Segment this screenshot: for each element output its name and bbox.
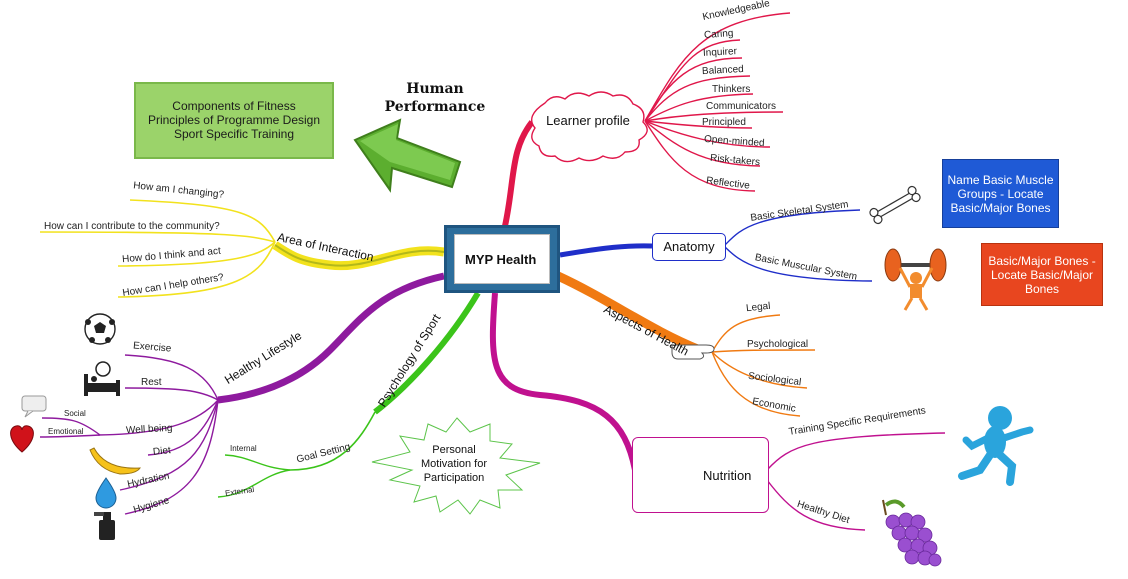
- headline-line-1: Human: [406, 81, 464, 97]
- bones-note[interactable]: Basic/Major Bones - Locate Basic/Major B…: [981, 243, 1103, 306]
- learner-item[interactable]: Principled: [702, 117, 746, 128]
- muscle-bones-note[interactable]: Name Basic Muscle Groups - Locate Basic/…: [942, 159, 1059, 228]
- nutrition-label: Nutrition: [703, 468, 752, 483]
- branch-aspects: [556, 271, 702, 355]
- note-line: Locate Basic/Major: [990, 268, 1094, 282]
- pointing-hand-icon: [671, 344, 715, 360]
- branch-lifestyle: [217, 272, 445, 404]
- branch-nutrition: [489, 292, 638, 471]
- note-line: Bones: [1024, 282, 1060, 296]
- motivation-burst-text: Personal Motivation for Participation: [404, 443, 504, 485]
- water-drop-icon: [95, 477, 117, 509]
- branch-psychology: [373, 291, 481, 415]
- learner-subbranches: [644, 12, 791, 192]
- heart-icon: [10, 425, 34, 453]
- note-line: Name Basic Muscle: [947, 173, 1054, 187]
- components-line: Principles of Programme Design: [147, 113, 321, 127]
- burst-line: Participation: [423, 472, 485, 484]
- human-performance-arrow: [353, 118, 462, 193]
- central-node[interactable]: MYP Health: [444, 225, 560, 293]
- note-line: Basic/Major Bones -: [988, 254, 1096, 268]
- weightlifter-icon: [884, 248, 947, 311]
- motivation-burst: [371, 417, 541, 515]
- anatomy-node[interactable]: Anatomy: [652, 233, 726, 261]
- components-line: Components of Fitness: [172, 99, 296, 113]
- headline-line-2: Performance: [384, 99, 486, 115]
- learner-item[interactable]: Inquirer: [702, 46, 738, 59]
- bed-icon: [84, 361, 120, 396]
- note-line: Basic/Major Bones: [950, 201, 1051, 215]
- grapes-icon: [882, 499, 942, 567]
- wellbeing-item[interactable]: Emotional: [48, 427, 84, 436]
- lifestyle-item[interactable]: Diet: [152, 445, 172, 458]
- spray-bottle-icon: [94, 512, 115, 540]
- learner-item[interactable]: Communicators: [706, 101, 777, 112]
- learner-profile-node[interactable]: Learner profile: [546, 113, 630, 128]
- lifestyle-item[interactable]: Rest: [141, 377, 162, 388]
- learner-item[interactable]: Balanced: [701, 63, 744, 78]
- aspect-item[interactable]: Psychological: [747, 339, 809, 350]
- runner-icon: [958, 406, 1034, 486]
- branch-learner-profile: [502, 120, 535, 227]
- soccer-ball-icon: [84, 313, 116, 345]
- note-line: Groups - Locate: [957, 187, 1044, 201]
- bone-icon: [869, 185, 921, 225]
- learner-item[interactable]: Thinkers: [712, 84, 751, 95]
- branch-anatomy: [559, 243, 653, 258]
- goal-item[interactable]: Internal: [230, 444, 257, 453]
- burst-line: Motivation for: [420, 458, 488, 470]
- interaction-item[interactable]: How can I contribute to the community?: [44, 221, 220, 232]
- components-line: Sport Specific Training: [173, 127, 295, 141]
- human-performance-title: Human Performance: [380, 80, 490, 116]
- speech-bubble-icon: [21, 395, 47, 418]
- nutrition-node[interactable]: Nutrition: [632, 437, 769, 513]
- banana-icon: [89, 447, 141, 475]
- learner-item[interactable]: Caring: [703, 27, 734, 42]
- wellbeing-item[interactable]: Social: [64, 409, 86, 418]
- components-box[interactable]: Components of Fitness Principles of Prog…: [134, 82, 334, 159]
- central-label: MYP Health: [454, 234, 550, 284]
- learner-cloud: [531, 91, 648, 163]
- burst-line: Personal: [432, 444, 476, 456]
